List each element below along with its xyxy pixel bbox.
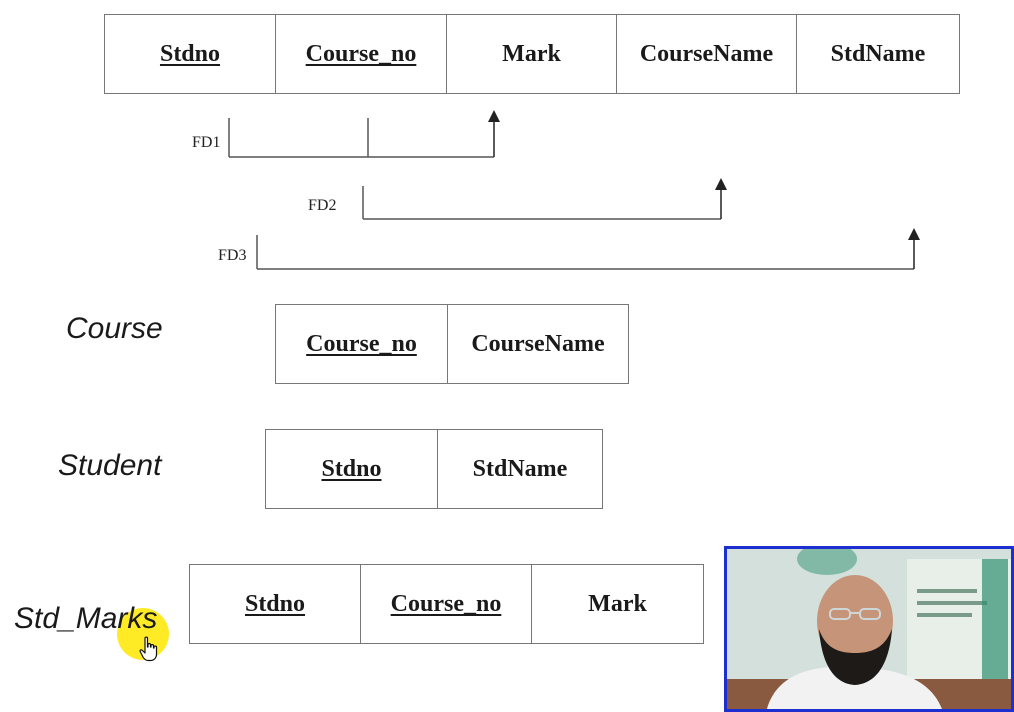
fd2-label: FD2 [308,197,337,214]
fd3-arrow [256,228,920,270]
main-table: Stdno Course_no Mark CourseName StdName [104,14,960,94]
course-col-course-name: CourseName [471,330,605,357]
fd1-arrow [228,110,500,158]
hand-pointer-icon [139,636,159,667]
fd1-label: FD1 [192,134,221,151]
relation-name-course: Course [66,312,163,345]
std-marks-col-mark: Mark [588,590,647,617]
course-col-course-no: Course_no [276,305,448,383]
student-col-std-name: StdName [472,455,568,482]
std-marks-col-course-no: Course_no [361,565,532,643]
main-col-mark: Mark [447,15,617,93]
relation-name-std-marks: Std_Marks [14,602,158,635]
main-col-std-name: StdName [830,40,926,67]
presenter-webcam [724,546,1014,712]
main-col-stdno: Stdno [105,15,276,93]
course-table: Course_no CourseName [275,304,629,384]
student-col-stdno: Stdno [266,430,438,508]
presenter-video-frame [727,549,1011,709]
main-col-course-name: CourseName [617,15,797,93]
fd2-arrow [362,178,727,220]
student-table: Stdno StdName [265,429,603,509]
fd3-label: FD3 [218,247,247,264]
main-col-course-no: Course_no [276,15,447,93]
relation-name-student: Student [58,449,162,482]
std-marks-table: Stdno Course_no Mark [189,564,704,644]
std-marks-col-stdno: Stdno [190,565,361,643]
